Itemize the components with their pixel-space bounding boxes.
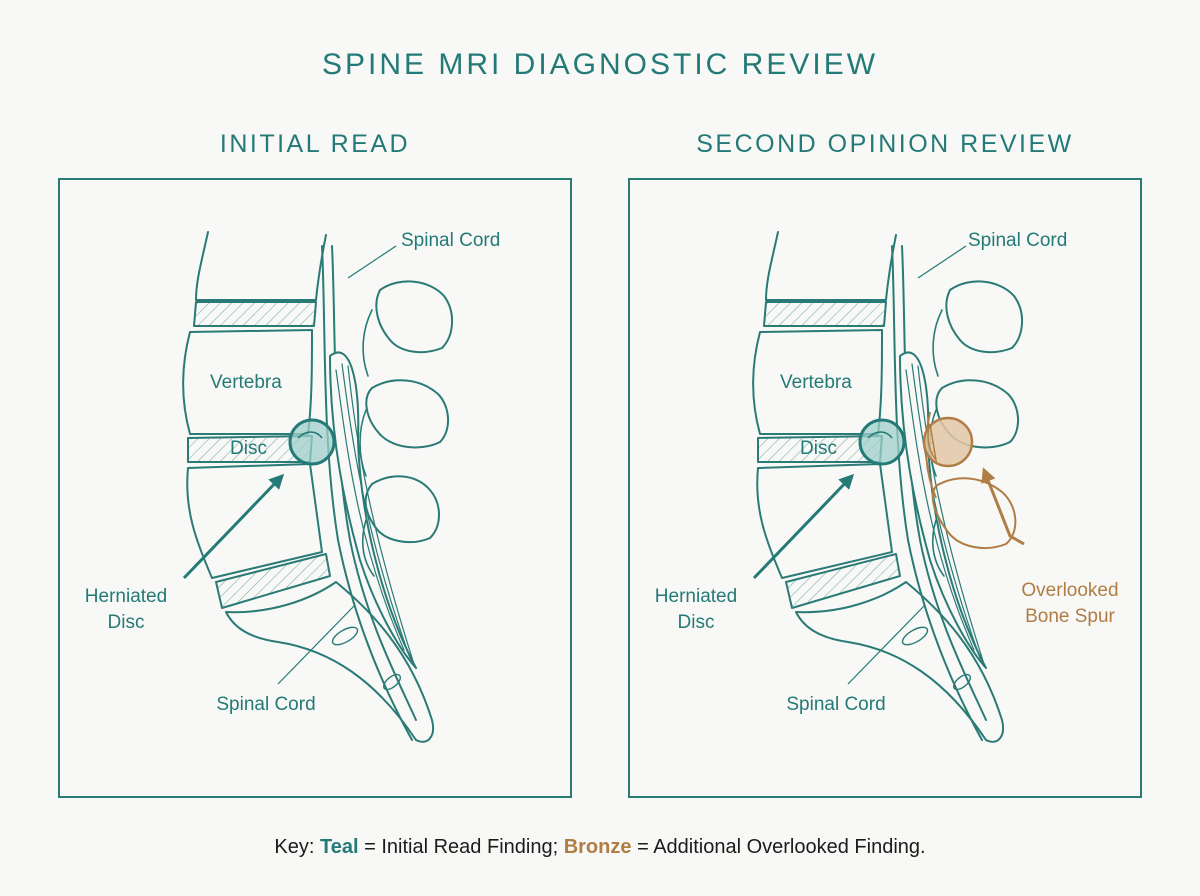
spinal-cord-top-leader: [347, 245, 397, 279]
legend-key: Key: Teal = Initial Read Finding; Bronze…: [0, 836, 1200, 859]
label-herniated-line2: Disc: [108, 612, 145, 633]
spinal-cord-bottom-leader: [847, 605, 925, 685]
label-vertebra: Vertebra: [780, 372, 852, 393]
label-vertebra: Vertebra: [210, 372, 282, 393]
herniated-disc-arrow: [752, 473, 855, 580]
panel-title-initial-read: INITIAL READ: [219, 130, 411, 158]
second-opinion-panel: Spinal Cord Vertebra Disc Herniated Disc…: [628, 178, 1142, 798]
label-herniated-line1: Herniated: [85, 586, 167, 607]
sacrum: [795, 581, 1004, 743]
label-spinal-cord-bottom: Spinal Cord: [786, 694, 885, 715]
spinous-process-3: [364, 475, 440, 544]
label-disc: Disc: [800, 438, 837, 459]
label-herniated-line1: Herniated: [655, 586, 737, 607]
key-bronze-word: Bronze: [563, 836, 632, 858]
disc-upper: [193, 301, 317, 327]
spine-illustration: Spinal Cord Vertebra Disc Herniated Disc…: [85, 230, 500, 743]
spinal-cord-bottom-leader: [277, 605, 355, 685]
vertebra-lower: [186, 463, 323, 579]
label-spinal-cord-bottom: Spinal Cord: [216, 694, 315, 715]
label-overlooked-line2: Bone Spur: [1025, 606, 1115, 627]
disc-lower: [785, 553, 901, 609]
label-spinal-cord-top: Spinal Cord: [401, 230, 500, 251]
disc-upper: [763, 301, 887, 327]
key-teal-word: Teal: [320, 836, 359, 858]
key-prefix: Key:: [274, 836, 315, 858]
label-disc: Disc: [230, 438, 267, 459]
spinous-process-1: [375, 280, 453, 354]
initial-read-panel: Spinal Cord Vertebra Disc Herniated Disc…: [58, 178, 572, 798]
spinous-process-2: [365, 379, 449, 449]
panel-title-second-opinion: SECOND OPINION REVIEW: [696, 130, 1074, 158]
spinal-cord-top-leader: [917, 245, 967, 279]
key-bronze-text: = Additional Overlooked Finding.: [637, 836, 926, 858]
bone-spur-arrow: [981, 467, 1025, 546]
vertebra-upper: [195, 231, 327, 301]
overlooked-facet-outline: [931, 477, 1017, 549]
label-spinal-cord-top: Spinal Cord: [968, 230, 1067, 251]
herniated-disc-marker: [858, 418, 906, 466]
spine-illustration: Spinal Cord Vertebra Disc Herniated Disc…: [655, 230, 1119, 743]
label-overlooked-line1: Overlooked: [1021, 580, 1118, 601]
page-title: SPINE MRI DIAGNOSTIC REVIEW: [321, 48, 879, 81]
spinous-process-1: [945, 280, 1023, 354]
label-herniated-line2: Disc: [678, 612, 715, 633]
sacrum: [225, 581, 434, 743]
herniated-disc-arrow: [182, 473, 285, 580]
bone-spur-marker: [922, 416, 974, 468]
vertebra-lower: [756, 463, 893, 579]
vertebra-upper: [765, 231, 897, 301]
herniated-disc-marker: [288, 418, 336, 466]
key-teal-text: = Initial Read Finding;: [364, 836, 559, 858]
disc-lower: [215, 553, 331, 609]
